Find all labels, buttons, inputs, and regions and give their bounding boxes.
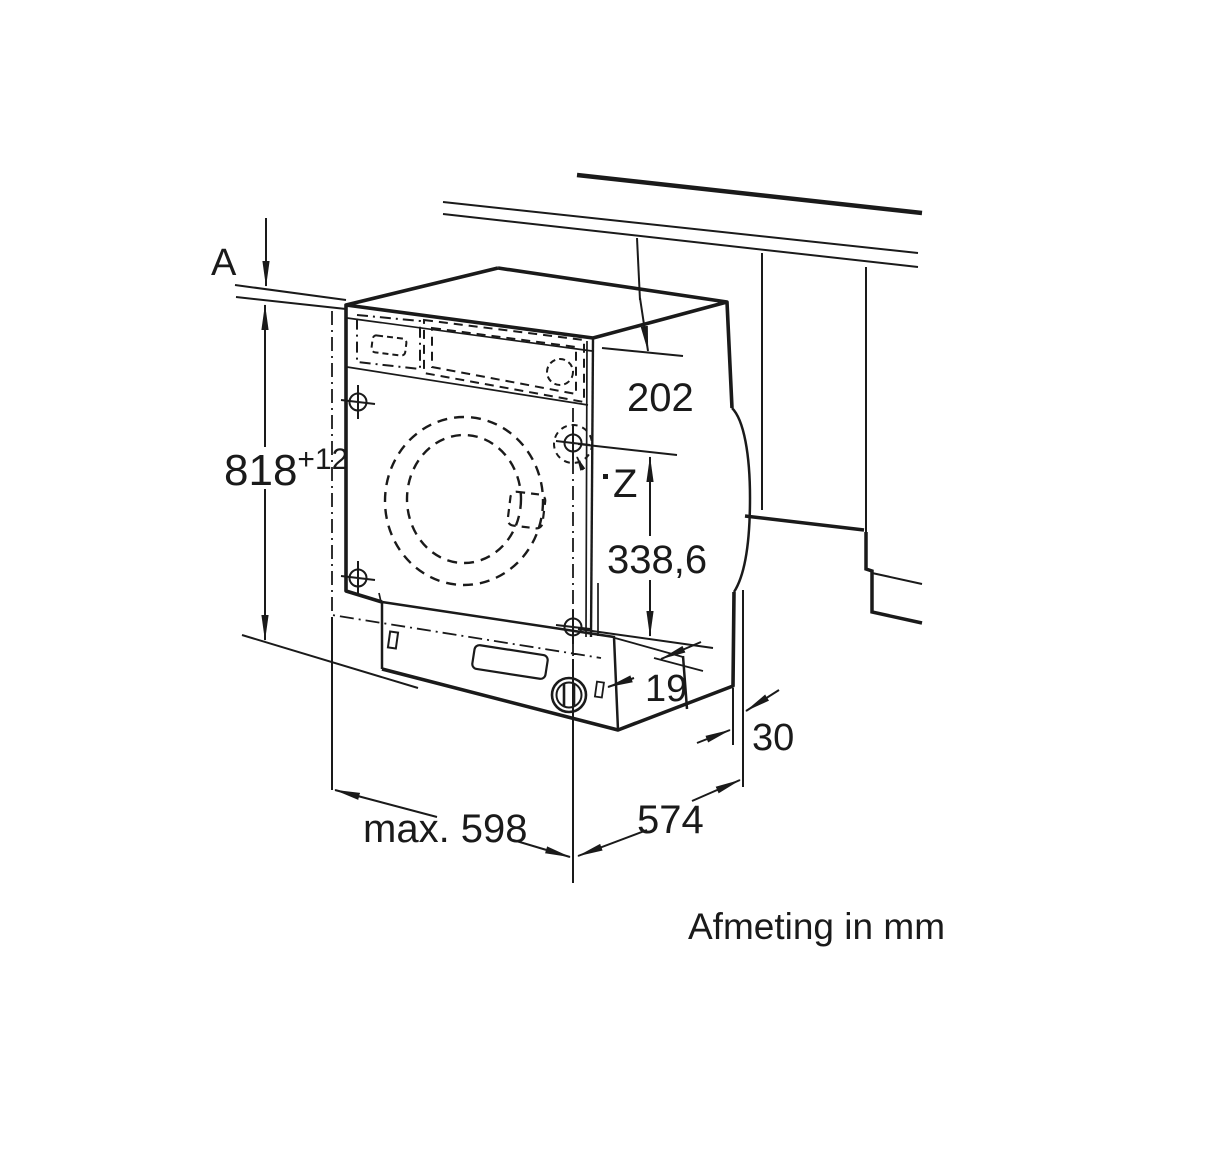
- panel-left-box: [356, 313, 421, 371]
- washing-machine: [331, 266, 752, 732]
- fixing-point-bottom-left: [340, 561, 376, 595]
- control-panel: [356, 313, 585, 404]
- door-bulge: [731, 407, 752, 593]
- worktop: [442, 172, 923, 268]
- knob-inner-ring: [555, 681, 583, 709]
- dimension-label-202: 202: [627, 376, 694, 420]
- dimension-label-818: 818+12: [224, 443, 348, 495]
- fixing-point-top-left: [340, 385, 376, 419]
- hose-clip: [593, 680, 605, 699]
- dimension-label-max598: max. 598: [363, 807, 528, 851]
- hinge-dashed-circle: [553, 424, 593, 464]
- fixing-point-top-right: [553, 424, 593, 464]
- worktop-edge-thick: [576, 172, 923, 216]
- door-handle: [506, 490, 547, 530]
- door: [383, 415, 547, 587]
- z-leader-dot: [603, 474, 608, 479]
- panel-knob-dashed: [546, 358, 574, 386]
- plinth-box: [380, 600, 689, 731]
- dimension-hinge-offset: 338,6: [577, 443, 714, 649]
- machine-front-detail-lines: [346, 317, 599, 638]
- fixing-point-bottom-right: [555, 610, 591, 644]
- machine-outline: [344, 266, 736, 732]
- fixing-points: [340, 385, 593, 644]
- dimension-label-19: 19: [645, 668, 687, 710]
- panel-switch: [370, 334, 408, 357]
- niche-top-lines: [234, 284, 347, 310]
- dimension-niche-height: 818+12: [224, 304, 348, 641]
- door-outer-circle: [383, 415, 545, 587]
- cabinet-plinth-edges: [744, 514, 923, 625]
- dimension-hinge-ref: Z: [576, 456, 637, 506]
- dimension-top-clearance: 202: [601, 237, 694, 420]
- machine-front-right-edge: [589, 338, 595, 638]
- cabinet-vertical-edges: [761, 253, 923, 585]
- plinth-slot: [386, 630, 400, 650]
- niche-top-line-pair: [234, 284, 347, 310]
- knob-outer-ring: [550, 676, 588, 714]
- dimension-plinth-recess: 19: [607, 637, 704, 710]
- dimension-rear-gap: 30: [696, 590, 794, 787]
- plinth-recess-panel: [471, 644, 549, 680]
- dimension-label-3386: 338,6: [607, 538, 707, 582]
- caption-units: Afmeting in mm: [688, 906, 945, 947]
- filter-knob: [550, 676, 588, 714]
- panel-strip-inner: [431, 326, 577, 396]
- worktop-front-lines: [442, 201, 919, 268]
- dimension-niche-width: max. 598: [331, 617, 571, 858]
- door-inner-circle: [405, 433, 523, 565]
- reference-dashdot-lines: [331, 311, 602, 659]
- dimension-label-574: 574: [637, 798, 704, 842]
- dimension-top-gap: A: [211, 218, 270, 287]
- dimensions: A 818+12 202 Z: [211, 218, 794, 883]
- dimension-depth: 574: [572, 659, 741, 883]
- floor-line: [241, 634, 419, 689]
- panel-strip-outer: [423, 318, 585, 404]
- right-cabinet: [744, 253, 923, 625]
- dimension-label-30: 30: [752, 717, 794, 759]
- dimension-label-A: A: [211, 242, 237, 284]
- dimension-label-Z: Z: [613, 462, 637, 506]
